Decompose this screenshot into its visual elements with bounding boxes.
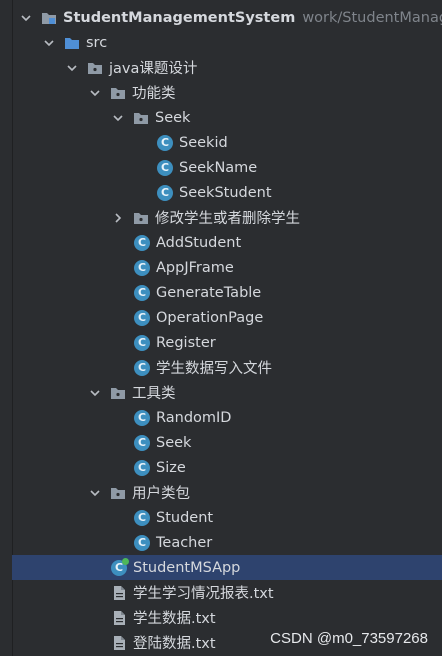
- tree-row-class[interactable]: C GenerateTable: [12, 280, 442, 305]
- chevron-down-icon[interactable]: [87, 85, 103, 101]
- class-icon: C: [133, 409, 151, 427]
- tree-row-package-func[interactable]: 功能类: [12, 80, 442, 105]
- tree-row-file[interactable]: 登陆数据.txt: [12, 630, 442, 655]
- chevron-right-icon[interactable]: [110, 210, 126, 226]
- package-icon: [86, 59, 104, 77]
- class-name: GenerateTable: [156, 284, 262, 301]
- tree-row-class[interactable]: C Teacher: [12, 530, 442, 555]
- class-icon: C: [133, 259, 151, 277]
- class-icon: C: [133, 284, 151, 302]
- tree-row-file[interactable]: 学生数据.txt: [12, 605, 442, 630]
- tree-row-class[interactable]: C Size: [12, 455, 442, 480]
- chevron-down-icon[interactable]: [64, 60, 80, 76]
- package-icon: [109, 384, 127, 402]
- class-name: AddStudent: [156, 234, 242, 251]
- watermark-text: CSDN @m0_73597268: [270, 630, 428, 647]
- class-icon: C: [133, 234, 151, 252]
- class-icon: C: [156, 134, 174, 152]
- class-name: OperationPage: [156, 309, 264, 326]
- tree-row-package-tools[interactable]: 工具类: [12, 380, 442, 405]
- class-icon: C: [156, 159, 174, 177]
- chevron-down-icon[interactable]: [87, 385, 103, 401]
- class-icon: C: [133, 359, 151, 377]
- tree-row-src[interactable]: src: [12, 30, 442, 55]
- file-name: 学生数据.txt: [133, 611, 216, 627]
- package-func-label: 功能类: [132, 86, 176, 102]
- class-icon: C: [133, 534, 151, 552]
- source-folder-icon: [63, 34, 81, 52]
- class-icon: C: [156, 184, 174, 202]
- class-icon: C: [133, 459, 151, 477]
- package-icon: [109, 484, 127, 502]
- tree-row-package-modify[interactable]: 修改学生或者删除学生: [12, 205, 442, 230]
- tree-row-package-seek[interactable]: Seek: [12, 105, 442, 130]
- package-icon: [132, 209, 150, 227]
- runnable-class-icon: C: [110, 557, 129, 577]
- class-name: 学生数据写入文件: [156, 361, 272, 377]
- class-name: RandomID: [156, 409, 232, 426]
- tree-row-class[interactable]: C Seekid: [12, 130, 442, 155]
- package-icon: [109, 84, 127, 102]
- project-path: work/StudentManag: [302, 9, 442, 26]
- tree-row-main-class[interactable]: C StudentMSApp: [12, 555, 442, 580]
- text-file-icon: [110, 584, 128, 602]
- class-name: Seekid: [179, 134, 228, 151]
- tree-row-file[interactable]: 学生学习情况报表.txt: [12, 580, 442, 605]
- project-folder-icon: [40, 9, 58, 27]
- class-name: SeekName: [179, 159, 258, 176]
- left-gutter: [0, 0, 13, 656]
- tree-row-class[interactable]: C Register: [12, 330, 442, 355]
- tree-row-package-user[interactable]: 用户类包: [12, 480, 442, 505]
- class-icon: C: [133, 334, 151, 352]
- project-name: StudentManagementSystem: [63, 9, 296, 26]
- text-file-icon: [110, 609, 128, 627]
- class-icon: C: [133, 509, 151, 527]
- class-name: Register: [156, 334, 216, 351]
- class-icon: C: [133, 309, 151, 327]
- chevron-down-icon[interactable]: [18, 10, 34, 26]
- class-name: Student: [156, 509, 214, 526]
- tree-row-package-root[interactable]: java课题设计: [12, 55, 442, 80]
- class-name: SeekStudent: [179, 184, 272, 201]
- tree-row-class[interactable]: C 学生数据写入文件: [12, 355, 442, 380]
- class-name: Seek: [156, 434, 192, 451]
- file-name: 学生学习情况报表.txt: [133, 586, 274, 602]
- tree-row-class[interactable]: C Student: [12, 505, 442, 530]
- package-root-label: java课题设计: [109, 61, 198, 77]
- text-file-icon: [110, 634, 128, 652]
- tree-row-class[interactable]: C SeekName: [12, 155, 442, 180]
- package-user-label: 用户类包: [132, 486, 190, 502]
- tree-row-project[interactable]: StudentManagementSystem work/StudentMana…: [12, 5, 442, 30]
- class-name: Size: [156, 459, 186, 476]
- chevron-down-icon[interactable]: [87, 485, 103, 501]
- package-tools-label: 工具类: [132, 386, 176, 402]
- class-icon: C: [133, 434, 151, 452]
- chevron-down-icon[interactable]: [110, 110, 126, 126]
- class-name: AppJFrame: [156, 259, 234, 276]
- package-seek-label: Seek: [155, 109, 191, 126]
- package-icon: [132, 109, 150, 127]
- tree-row-class[interactable]: C OperationPage: [12, 305, 442, 330]
- tree-row-class[interactable]: C AppJFrame: [12, 255, 442, 280]
- file-name: 登陆数据.txt: [133, 636, 216, 652]
- tree-row-class[interactable]: C SeekStudent: [12, 180, 442, 205]
- tree-row-class[interactable]: C Seek: [12, 430, 442, 455]
- src-label: src: [86, 34, 108, 51]
- package-modify-label: 修改学生或者删除学生: [155, 211, 300, 227]
- main-class-name: StudentMSApp: [133, 559, 241, 576]
- tree-row-class[interactable]: C RandomID: [12, 405, 442, 430]
- chevron-down-icon[interactable]: [41, 35, 57, 51]
- class-name: Teacher: [156, 534, 213, 551]
- tree-row-class[interactable]: C AddStudent: [12, 230, 442, 255]
